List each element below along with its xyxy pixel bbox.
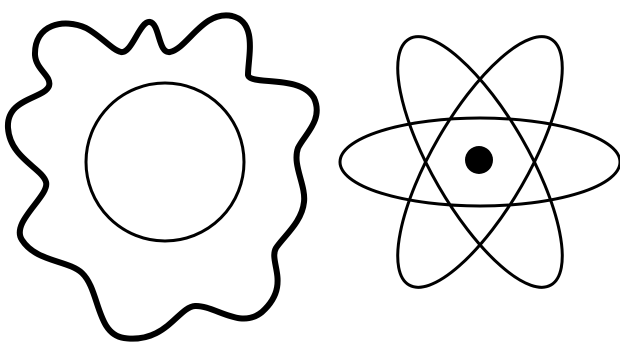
wavy-flower-ring-icon: [8, 15, 317, 338]
nucleus-dot: [465, 146, 493, 174]
inner-circle: [86, 83, 244, 241]
wavy-outer-outline: [8, 15, 317, 338]
atom-orbit-icon: [340, 15, 620, 309]
